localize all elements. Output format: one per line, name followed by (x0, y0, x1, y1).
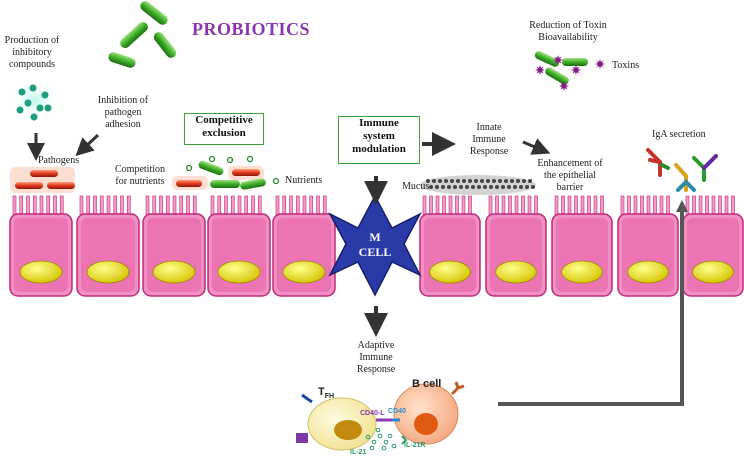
cell-nucleus (282, 260, 326, 284)
toxin-icon (571, 65, 581, 75)
m-cell-shape (328, 194, 422, 297)
il21-particle (377, 433, 383, 439)
competitive-exclusion-box: Competitive exclusion (184, 113, 264, 145)
cell-nucleus (692, 260, 734, 284)
epithelium-right (419, 195, 744, 297)
il21-particle (371, 439, 377, 445)
cell-nucleus (429, 260, 471, 284)
cell-nucleus (495, 260, 537, 284)
epithelial-cell (617, 195, 679, 297)
il21-label: IL-21 (350, 449, 367, 456)
label-inhibition-adhesion: Inhibition of pathogen adhesion (97, 95, 149, 130)
cell-nucleus (86, 260, 130, 284)
mucus-layer (420, 175, 536, 195)
immune-modulation-box: Immune system modulation (338, 116, 420, 164)
cd40-label: CD40 (388, 408, 406, 415)
il21-particle (383, 439, 389, 445)
toxin-icon (595, 59, 605, 69)
il21-particle (387, 433, 393, 439)
epithelial-cell (9, 195, 73, 297)
arrow-to-enhancement (522, 138, 551, 155)
igA-path-arrowhead (676, 200, 688, 212)
m-cell-label: M CELL (358, 230, 392, 259)
cd40l-label: CD40-L (360, 410, 385, 417)
tfh-cell (296, 393, 392, 451)
label-iga-secretion: IgA secretion (652, 129, 706, 140)
label-enhancement-barrier: Enhancement of the epithelial barrier (537, 158, 603, 193)
epithelial-cell (551, 195, 613, 297)
cell-nucleus (217, 260, 261, 284)
cell-nucleus (561, 260, 603, 284)
toxin-icon (535, 65, 545, 75)
il21r-label: IL-21R (404, 442, 426, 449)
toxin-icon (559, 81, 569, 91)
b-cell (392, 381, 465, 445)
iga-antibodies (646, 148, 718, 192)
il21-particle (391, 443, 397, 449)
epithelial-cell (272, 195, 336, 297)
epithelium-left (9, 195, 336, 297)
epithelial-cell (485, 195, 547, 297)
probiotic-bacteria-cluster (108, 1, 177, 68)
label-inhibitory-compounds: Production of inhibitory compounds (4, 35, 60, 70)
epithelial-cell (76, 195, 140, 297)
il21-particle (381, 445, 387, 451)
cell-nucleus (627, 260, 669, 284)
label-adaptive-response: Adaptive Immune Response (356, 340, 396, 375)
label-toxins: Toxins (612, 60, 640, 71)
label-competition-nutrients: Competition for nutrients (115, 164, 165, 187)
arrow-adhesion (75, 133, 100, 157)
tfh-label: TFH (318, 386, 334, 403)
b-cell-label: B cell (412, 378, 442, 390)
pathogens-group (10, 167, 75, 193)
label-reduction-toxin: Reduction of Toxin Bioavailability (529, 20, 607, 43)
il21-particle (369, 445, 375, 451)
label-pathogens: Pathogens (38, 155, 80, 166)
il21-particle (375, 427, 381, 433)
igA-path-line (498, 208, 684, 406)
label-innate-response: Innate Immune Response (469, 122, 509, 157)
tfh-label-main: T (318, 386, 325, 398)
epithelial-cell (142, 195, 206, 297)
label-nutrients: Nutrients (285, 175, 323, 186)
epithelial-cell (682, 195, 744, 297)
il21-particles (365, 427, 397, 451)
toxin-icon (553, 55, 563, 65)
probiotics-title: PROBIOTICS (192, 19, 311, 39)
label-mucus: Mucus (402, 181, 430, 192)
cell-nucleus (19, 260, 63, 284)
toxin-group (534, 51, 605, 91)
cell-nucleus (152, 260, 196, 284)
epithelial-cell (207, 195, 271, 297)
tfh-label-sub: FH (324, 393, 335, 401)
inhibitory-compounds-cloud (9, 78, 61, 122)
il21-particle (365, 434, 371, 440)
epithelial-cell (419, 195, 481, 297)
competitive-exclusion-bacteria (172, 155, 280, 190)
